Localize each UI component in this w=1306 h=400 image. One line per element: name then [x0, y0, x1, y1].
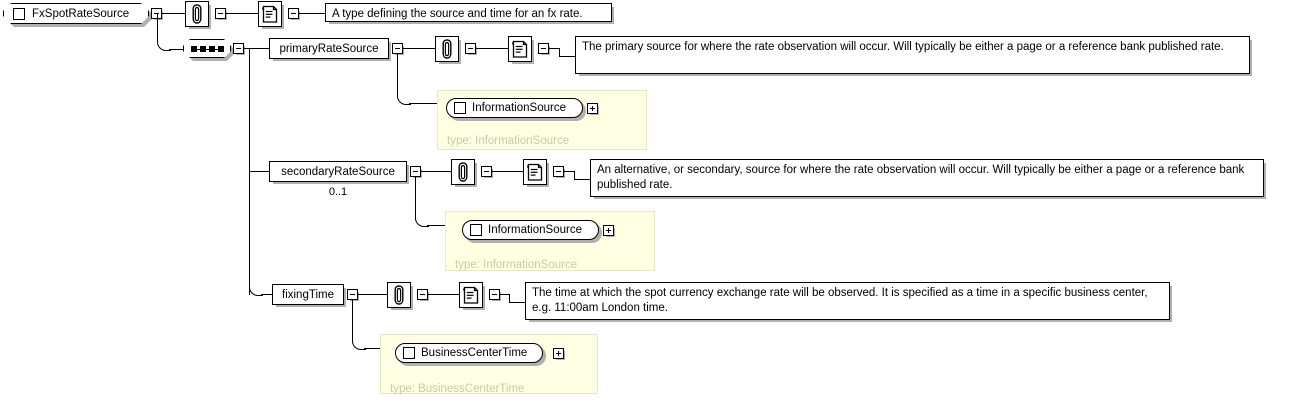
- documentation-icon[interactable]: [258, 1, 282, 27]
- annotation-icon[interactable]: [435, 36, 459, 62]
- connector-secondary-to-annotation: [421, 171, 451, 172]
- sequence-dot: [209, 46, 215, 52]
- primary-documentation-box: The primary source for where the rate ob…: [575, 36, 1250, 74]
- fixing-documentation-expander-minus[interactable]: [489, 289, 500, 300]
- root-annotation-expander-minus[interactable]: [215, 8, 226, 19]
- type-panel-label: type: InformationSource: [455, 259, 578, 271]
- sequence-compositor-icon[interactable]: [183, 39, 231, 58]
- element-primary-rate-source[interactable]: primaryRateSource: [269, 38, 389, 59]
- connector-doc-box-in: [509, 302, 525, 303]
- fixing-documentation-text: The time at which the spot currency exch…: [532, 287, 1148, 314]
- connector-root-to-annotation: [162, 13, 185, 14]
- primary-documentation-expander-minus[interactable]: [538, 43, 549, 54]
- element-secondary-rate-source[interactable]: secondaryRateSource: [269, 161, 407, 182]
- sequence-expander-minus[interactable]: [233, 43, 244, 54]
- sequence-dot: [218, 46, 224, 52]
- type-element-label: BusinessCenterTime: [421, 347, 528, 359]
- connector-root-down: [157, 14, 158, 42]
- connector-documentation-to-doc-box: [299, 13, 325, 14]
- primary-documentation-text: The primary source for where the rate ob…: [582, 41, 1224, 53]
- connector-fixing-panel-corner: [352, 337, 366, 350]
- type-panel-label: type: BusinessCenterTime: [390, 383, 525, 395]
- type-element-information-source[interactable]: InformationSource: [462, 220, 599, 240]
- secondary-documentation-box: An alternative, or secondary, source for…: [590, 159, 1264, 197]
- connector-fixing-to-annotation: [358, 294, 387, 295]
- connector-doc-box-drop: [574, 171, 575, 179]
- connector-primary-panel-in: [409, 103, 446, 104]
- connector-primary-panel-corner: [397, 92, 411, 105]
- root-node-label: FxSpotRateSource: [32, 7, 130, 20]
- sequence-dot: [191, 46, 197, 52]
- connector-annotation-to-documentation: [226, 13, 258, 14]
- secondary-documentation-text: An alternative, or secondary, source for…: [597, 164, 1245, 191]
- connector-annotation-to-documentation: [428, 294, 459, 295]
- documentation-icon[interactable]: [523, 159, 547, 185]
- type-element-business-center-time[interactable]: BusinessCenterTime: [395, 343, 543, 363]
- sequence-dot: [200, 46, 206, 52]
- secondary-rate-source-expander-minus[interactable]: [410, 166, 421, 177]
- connector-sequence-out: [244, 48, 250, 49]
- annotation-icon[interactable]: [451, 159, 475, 185]
- connector-root-corner: [157, 38, 171, 51]
- element-fixing-time[interactable]: fixingTime: [272, 284, 344, 305]
- type-element-expander-plus[interactable]: [587, 103, 598, 114]
- secondary-documentation-expander-minus[interactable]: [553, 166, 564, 177]
- type-element-expander-plus[interactable]: [603, 225, 614, 236]
- root-node-fx-spot-rate-source[interactable]: FxSpotRateSource: [3, 3, 149, 24]
- checkbox-icon: [470, 224, 482, 236]
- connector-doc-box-drop: [559, 48, 560, 56]
- element-secondary-rate-source-label: secondaryRateSource: [281, 165, 395, 178]
- connector-annotation-to-documentation: [476, 48, 508, 49]
- root-expander-minus[interactable]: [151, 8, 162, 19]
- element-secondary-rate-source-cardinality: 0..1: [328, 186, 348, 198]
- connector-doc-box-drop: [509, 294, 510, 302]
- connector-trunk-to-fixing: [261, 294, 272, 295]
- type-element-label: InformationSource: [488, 224, 582, 236]
- type-element-expander-plus[interactable]: [553, 348, 564, 359]
- checkbox-icon: [403, 347, 415, 359]
- fixing-time-expander-minus[interactable]: [347, 289, 358, 300]
- documentation-icon[interactable]: [508, 36, 532, 62]
- connector-doc-box-in: [559, 56, 575, 57]
- element-fixing-time-label: fixingTime: [282, 288, 334, 301]
- sequence-bar: [191, 49, 223, 51]
- primary-annotation-expander-minus[interactable]: [465, 43, 476, 54]
- connector-annotation-to-documentation: [492, 171, 523, 172]
- connector-trunk-last-corner: [249, 283, 263, 296]
- root-documentation-expander-minus[interactable]: [288, 8, 299, 19]
- root-documentation-box: A type defining the source and time for …: [325, 3, 612, 22]
- connector-doc-box-in: [574, 179, 590, 180]
- fixing-documentation-box: The time at which the spot currency exch…: [525, 282, 1170, 320]
- connector-trunk-to-primary: [249, 48, 269, 49]
- checkbox-icon: [13, 8, 25, 20]
- annotation-icon[interactable]: [185, 1, 209, 27]
- type-panel-label: type: InformationSource: [447, 135, 570, 147]
- connector-documentation-to-doc-box: [564, 171, 575, 172]
- type-element-label: InformationSource: [472, 102, 566, 114]
- connector-secondary-to-panel: [415, 177, 416, 220]
- connector-documentation-to-doc-box: [549, 48, 560, 49]
- root-documentation-text: A type defining the source and time for …: [332, 8, 583, 20]
- connector-trunk-to-secondary: [249, 171, 269, 172]
- connector-primary-to-panel: [397, 54, 398, 96]
- checkbox-icon: [454, 102, 466, 114]
- connector-primary-to-annotation: [403, 48, 435, 49]
- primary-rate-source-expander-minus[interactable]: [392, 43, 403, 54]
- secondary-annotation-expander-minus[interactable]: [481, 166, 492, 177]
- connector-documentation-to-doc-box: [500, 294, 510, 295]
- annotation-icon[interactable]: [387, 282, 411, 308]
- element-primary-rate-source-label: primaryRateSource: [279, 42, 379, 55]
- connector-secondary-panel-corner: [415, 214, 429, 227]
- connector-root-to-sequence: [169, 49, 183, 50]
- connector-secondary-panel-in: [427, 225, 462, 226]
- connector-fixing-to-panel: [352, 300, 353, 343]
- documentation-icon[interactable]: [459, 282, 483, 308]
- fixing-annotation-expander-minus[interactable]: [417, 289, 428, 300]
- type-element-information-source[interactable]: InformationSource: [446, 98, 583, 118]
